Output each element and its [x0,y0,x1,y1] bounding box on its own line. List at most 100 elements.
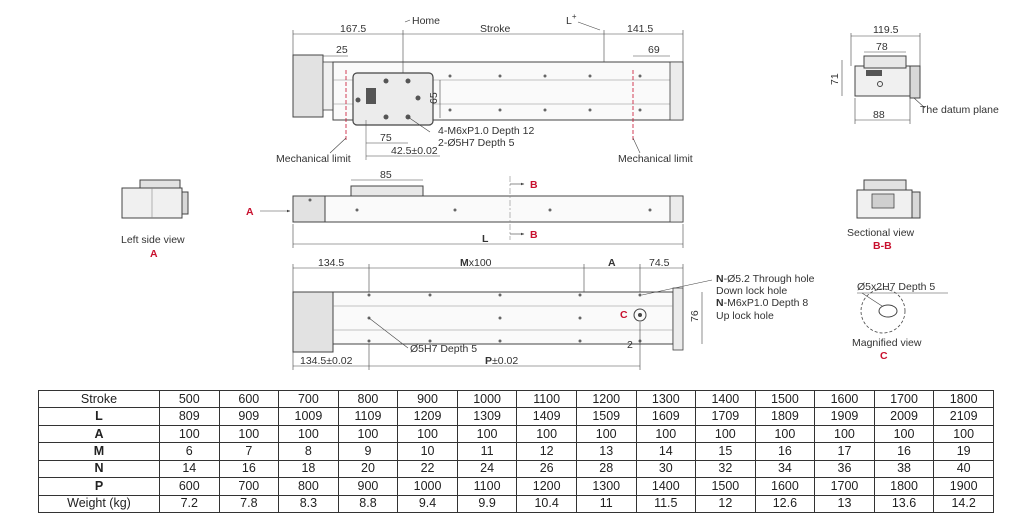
dim-75: 75 [380,132,392,144]
l-plus-label: L+ [566,12,577,27]
spec-cell: 11 [456,442,518,461]
spec-cell: 11 [575,494,637,514]
sectional-view: Sectional view B-B [847,179,921,252]
spec-cell: 12 [516,442,577,461]
spec-cell: 1000 [397,477,458,496]
spec-cell: 2109 [933,407,994,426]
spec-cell: 1400 [635,477,697,496]
top-view: 167.5 141.5 Stroke Home L+ 25 69 65 75 4… [276,12,693,165]
spec-cell: 13 [575,442,637,461]
spec-cell: 1209 [397,407,458,426]
spec-cell: 600 [218,389,280,409]
spec-cell: 100 [456,424,518,444]
spec-cell: 11.5 [635,494,697,514]
dim-2: 2 [627,339,633,351]
spec-cell: 10 [397,442,458,461]
sectional-view-tag: B-B [873,240,892,252]
spec-cell: 1009 [278,407,339,426]
spec-cell: 1600 [814,389,875,409]
spec-cell: 18 [278,459,339,479]
technical-drawing: 167.5 141.5 Stroke Home L+ 25 69 65 75 4… [121,12,999,370]
spec-cell: 1409 [516,407,577,426]
spec-cell: 100 [516,424,577,444]
spec-cell: 12 [695,494,756,514]
spec-cell: 7 [218,442,280,461]
spec-cell: 100 [575,424,637,444]
spec-cell: 17 [814,442,875,461]
down-lock-note: Down lock hole [716,285,787,297]
spec-cell: 1700 [873,389,935,409]
section-b-bottom: B [530,229,538,241]
spec-cell: 100 [635,424,697,444]
magnified-view-title: Magnified view [852,337,922,349]
home-label: Home [412,15,440,27]
mechanical-limit-left: Mechanical limit [276,153,351,165]
spec-cell: 26 [516,459,577,479]
spec-cell: 14 [635,442,697,461]
hole-note: Ø5H7 Depth 5 [410,343,477,355]
spec-cell: 100 [754,424,816,444]
spec-cell: 13.6 [873,494,935,514]
spec-cell: 800 [278,477,339,496]
magnified-view: Ø5x2H7 Depth 5 Magnified view C [852,281,948,362]
spec-cell: 34 [754,459,816,479]
spec-cell: 1809 [754,407,816,426]
spec-cell: 19 [933,442,994,461]
dim-a: A [608,257,616,269]
spec-cell: 1100 [456,477,518,496]
spec-cell: 1500 [754,389,816,409]
up-lock-note: Up lock hole [716,310,774,322]
spec-cell: 1100 [516,389,577,409]
dim-65: 65 [428,92,440,104]
mechanical-limit-right: Mechanical limit [618,153,693,165]
spec-cell: 1800 [873,477,935,496]
spec-cell: 100 [278,424,339,444]
dim-25: 25 [336,44,348,56]
spec-cell: 800 [337,389,399,409]
spec-cell: 40 [933,459,994,479]
spec-cell: 1909 [814,407,875,426]
spec-cell: 1200 [516,477,577,496]
spec-cell: 9 [337,442,399,461]
dim-134-5-tol: 134.5±0.02 [300,355,353,367]
dim-119-5: 119.5 [873,24,899,36]
spec-cell: 100 [933,424,994,444]
spec-row-label: Stroke [38,389,160,409]
spec-cell: 12.6 [754,494,816,514]
spec-cell: 900 [397,389,458,409]
spec-cell: 100 [397,424,458,444]
spec-cell: 16 [873,442,935,461]
spec-cell: 16 [218,459,280,479]
spec-cell: 700 [218,477,280,496]
spec-cell: 1609 [635,407,697,426]
spec-cell: 600 [159,477,220,496]
spec-cell: 8.3 [278,494,339,514]
spec-cell: 1400 [695,389,756,409]
dim-78: 78 [876,41,888,53]
spec-row-label: M [38,442,160,461]
spec-cell: 1700 [814,477,875,496]
spec-cell: 7.8 [218,494,280,514]
spec-cell: 100 [337,424,399,444]
spec-row-label: A [38,424,160,444]
spec-cell: 15 [695,442,756,461]
spec-cell: 9.9 [456,494,518,514]
spec-cell: 100 [695,424,756,444]
dim-69: 69 [648,44,660,56]
dim-88: 88 [873,109,885,121]
lock-thread-note: N-M6xP1.0 Depth 8 [716,297,808,309]
spec-cell: 22 [397,459,458,479]
spec-cell: 8 [278,442,339,461]
spec-cell: 7.2 [159,494,220,514]
dim-76: 76 [689,310,701,322]
spec-cell: 100 [159,424,220,444]
side-view: 85 B B A L [246,169,684,248]
spec-cell: 100 [218,424,280,444]
spec-cell: 13 [814,494,875,514]
dim-167-5: 167.5 [340,23,366,35]
